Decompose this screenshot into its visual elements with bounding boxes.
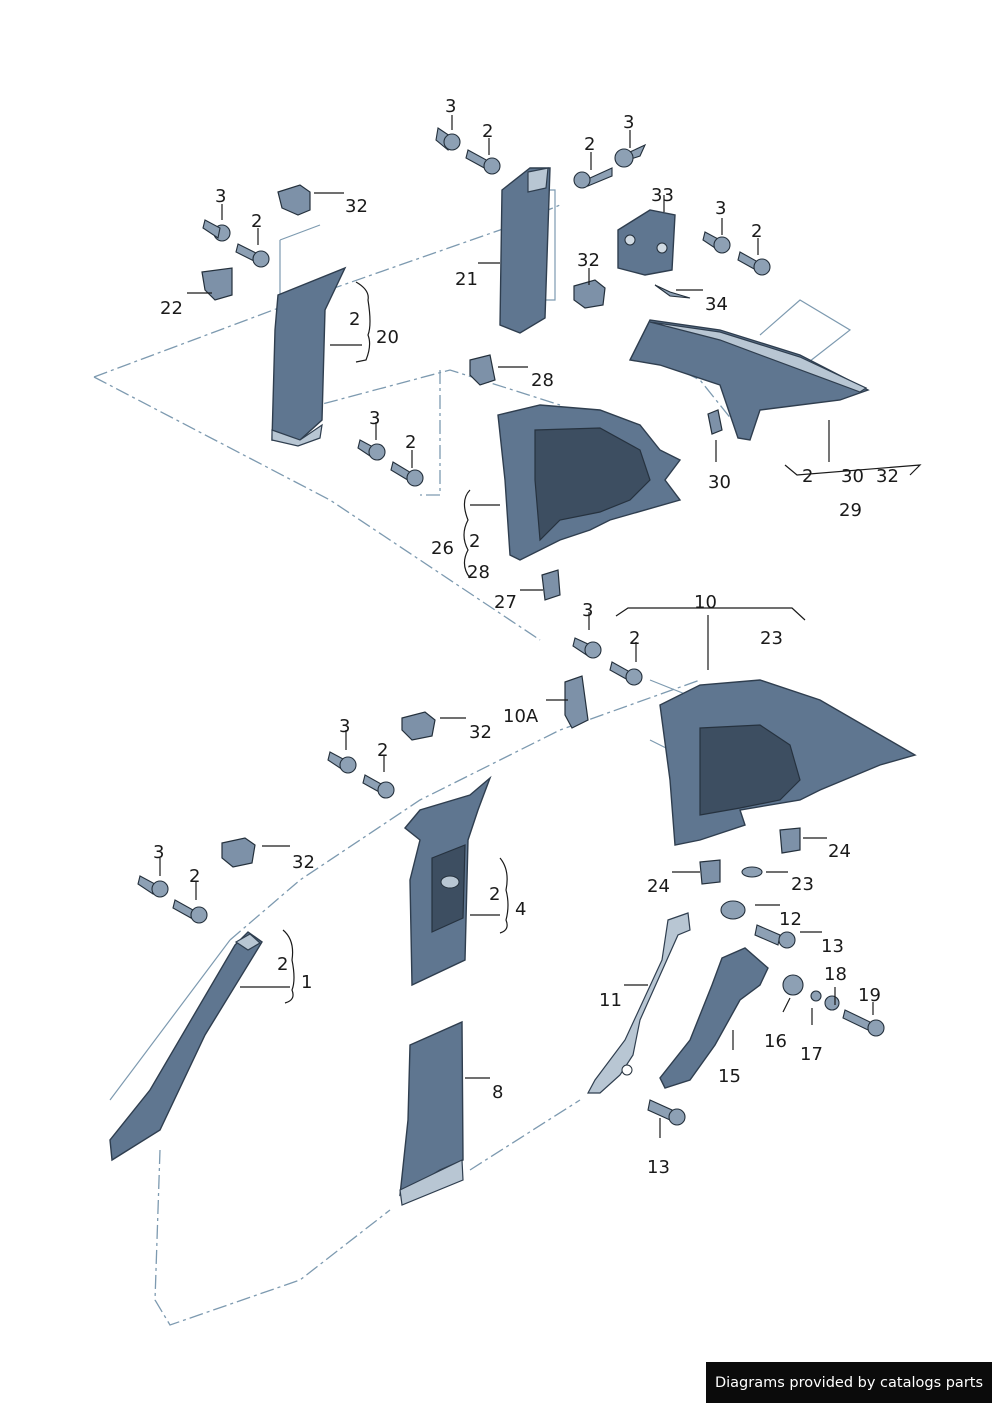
clip-24-left bbox=[699, 859, 721, 885]
clip-32-left bbox=[221, 837, 256, 868]
callout: 32 bbox=[292, 852, 315, 873]
callout: 30 bbox=[708, 472, 731, 493]
callout: 2 bbox=[377, 740, 388, 761]
part-33 bbox=[617, 209, 676, 276]
clip-10a bbox=[564, 675, 589, 729]
callout: 3 bbox=[582, 600, 593, 621]
clip-12 bbox=[720, 900, 746, 920]
clip-27 bbox=[541, 569, 561, 601]
nut-18 bbox=[824, 995, 840, 1011]
push-pin-23 bbox=[741, 866, 763, 878]
part-15 bbox=[659, 947, 769, 1089]
callout: 1 bbox=[301, 972, 312, 993]
callout: 18 bbox=[824, 964, 847, 985]
callout: 21 bbox=[455, 269, 478, 290]
callout: 30 bbox=[841, 466, 864, 487]
callout: 32 bbox=[577, 250, 600, 271]
callout: 22 bbox=[160, 298, 183, 319]
credit-banner: Diagrams provided by catalogs parts bbox=[706, 1362, 992, 1403]
callout: 13 bbox=[647, 1157, 670, 1178]
callout: 3 bbox=[715, 198, 726, 219]
callout: 2 bbox=[489, 884, 500, 905]
callout: 3 bbox=[215, 186, 226, 207]
callout: 3 bbox=[339, 716, 350, 737]
part-1 bbox=[109, 931, 263, 1162]
callout: 2 bbox=[584, 134, 595, 155]
callout: 10 bbox=[694, 592, 717, 613]
part-21 bbox=[499, 167, 551, 334]
callout: 2 bbox=[629, 628, 640, 649]
callout: 27 bbox=[494, 592, 517, 613]
parts-artwork bbox=[109, 127, 917, 1206]
callout: 17 bbox=[800, 1044, 823, 1065]
callout: 12 bbox=[779, 909, 802, 930]
part-20 bbox=[271, 266, 347, 441]
part-11 bbox=[586, 912, 691, 1094]
callout: 4 bbox=[515, 899, 526, 920]
callout: 24 bbox=[647, 876, 670, 897]
callout: 19 bbox=[858, 985, 881, 1006]
callout: 32 bbox=[345, 196, 368, 217]
callout: 28 bbox=[531, 370, 554, 391]
callout: 16 bbox=[764, 1031, 787, 1052]
callout: 23 bbox=[791, 874, 814, 895]
callout: 2 bbox=[469, 531, 480, 552]
callout: 2 bbox=[751, 221, 762, 242]
clip-30 bbox=[707, 409, 723, 435]
callout: 24 bbox=[828, 841, 851, 862]
callout: 2 bbox=[251, 211, 262, 232]
callout: 26 bbox=[431, 538, 454, 559]
callout: 10A bbox=[503, 706, 539, 727]
callout: 2 bbox=[349, 309, 360, 330]
washer-16 bbox=[782, 974, 804, 996]
clip-24-right bbox=[779, 827, 801, 854]
part-29 bbox=[628, 319, 870, 441]
clip-32-mid bbox=[573, 279, 606, 309]
callout: 3 bbox=[445, 96, 456, 117]
callout: 2 bbox=[189, 866, 200, 887]
leader-lines bbox=[159, 115, 922, 1138]
callout: 23 bbox=[760, 628, 783, 649]
callout: 11 bbox=[599, 990, 622, 1011]
callout: 15 bbox=[718, 1066, 741, 1087]
callout: 2 bbox=[277, 954, 288, 975]
credit-text: Diagrams provided by catalogs parts bbox=[714, 1374, 984, 1391]
callout: 32 bbox=[876, 466, 899, 487]
clip-32-lower bbox=[401, 711, 436, 741]
callout: 32 bbox=[469, 722, 492, 743]
callout-labels: 3 2 2 3 32 3 2 33 3 2 32 34 22 2 20 21 2… bbox=[153, 96, 899, 1178]
callout: 2 bbox=[482, 121, 493, 142]
callout: 33 bbox=[651, 185, 674, 206]
clip-28 bbox=[469, 354, 496, 386]
callout: 28 bbox=[467, 562, 490, 583]
callout: 20 bbox=[376, 327, 399, 348]
nut-17 bbox=[810, 990, 822, 1002]
callout: 2 bbox=[802, 466, 813, 487]
callout: 29 bbox=[839, 500, 862, 521]
callout: 3 bbox=[369, 408, 380, 429]
callout: 3 bbox=[153, 842, 164, 863]
callout: 8 bbox=[492, 1082, 503, 1103]
callout: 3 bbox=[623, 112, 634, 133]
callout: 13 bbox=[821, 936, 844, 957]
callout: 34 bbox=[705, 294, 728, 315]
clip-22 bbox=[201, 267, 233, 301]
bolt-icons bbox=[137, 127, 885, 1126]
clip-32-top bbox=[277, 184, 311, 216]
callout: 2 bbox=[405, 432, 416, 453]
